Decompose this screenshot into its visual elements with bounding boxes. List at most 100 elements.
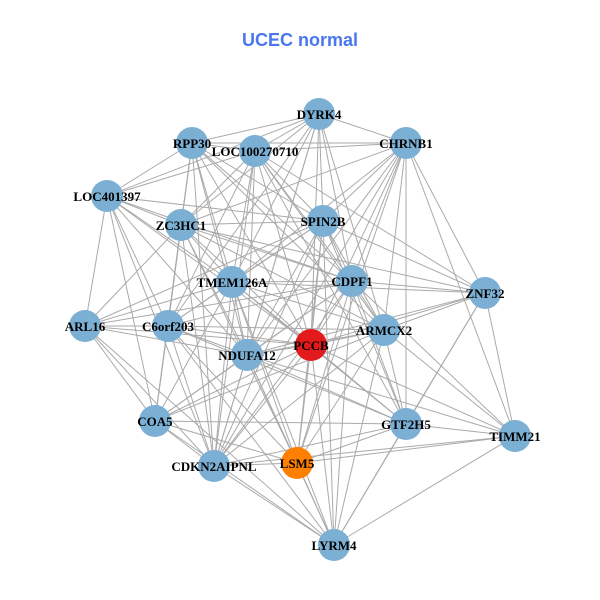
node-TMEM126A[interactable]: TMEM126A — [197, 266, 268, 298]
node-NDUFA12[interactable]: NDUFA12 — [218, 339, 276, 371]
node-label: LSM5 — [280, 456, 315, 471]
edge-PCCB-LSM5 — [296, 344, 312, 464]
edge-PCCB-GTF2H5 — [310, 344, 407, 425]
edge-LOC401397-C6orf203 — [106, 195, 169, 327]
node-ZC3HC1[interactable]: ZC3HC1 — [156, 209, 207, 241]
node-ARMCX2[interactable]: ARMCX2 — [356, 314, 412, 346]
edge-ZC3HC1-CDKN2AIPNL — [180, 224, 215, 467]
edge-ZNF32-NDUFA12 — [246, 292, 486, 356]
node-circle — [69, 310, 101, 342]
edge-COA5-GTF2H5 — [154, 420, 407, 425]
node-GTF2H5[interactable]: GTF2H5 — [381, 408, 431, 440]
node-LOC401397[interactable]: LOC401397 — [73, 180, 141, 212]
node-circle — [469, 277, 501, 309]
edge-TMEM126A-ARL16 — [84, 281, 233, 327]
edge-NDUFA12-COA5 — [154, 354, 248, 422]
edge-COA5-LSM5 — [154, 420, 298, 464]
edge-TMEM126A-CDKN2AIPNL — [213, 281, 233, 467]
edge-SPIN2B-GTF2H5 — [322, 220, 407, 425]
edge-CHRNB1-NDUFA12 — [246, 142, 407, 356]
edge-CHRNB1-ARMCX2 — [383, 142, 407, 331]
edge-C6orf203-CDKN2AIPNL — [167, 325, 215, 467]
edge-ZC3HC1-ARL16 — [84, 224, 182, 327]
edge-ZNF32-ARMCX2 — [383, 292, 486, 331]
edge-SPIN2B-ZNF32 — [322, 220, 486, 294]
edge-CDPF1-ARL16 — [84, 280, 353, 327]
node-CHRNB1[interactable]: CHRNB1 — [379, 127, 433, 159]
node-label: COA5 — [137, 414, 173, 429]
edge-ARMCX2-LSM5 — [296, 329, 385, 464]
node-ZNF32[interactable]: ZNF32 — [466, 277, 505, 309]
edge-SPIN2B-CDKN2AIPNL — [213, 220, 324, 467]
node-circle — [390, 127, 422, 159]
node-PCCB[interactable]: PCCB — [293, 329, 329, 361]
node-COA5[interactable]: COA5 — [137, 405, 173, 437]
edge-CHRNB1-LOC100270710 — [254, 142, 407, 152]
edge-CHRNB1-LSM5 — [296, 142, 407, 464]
edge-ARL16-LYRM4 — [84, 325, 335, 546]
node-DYRK4[interactable]: DYRK4 — [297, 98, 342, 130]
edge-ARL16-CDKN2AIPNL — [84, 325, 215, 467]
node-label: NDUFA12 — [218, 348, 276, 363]
edge-LOC100270710-ZNF32 — [254, 150, 486, 294]
edge-RPP30-SPIN2B — [191, 142, 324, 222]
node-label: ZNF32 — [466, 286, 505, 301]
edge-CDPF1-LSM5 — [296, 280, 353, 464]
node-label: SPIN2B — [301, 214, 346, 229]
edge-C6orf203-LSM5 — [167, 325, 298, 464]
edge-TMEM126A-ARMCX2 — [231, 281, 385, 331]
edge-CDKN2AIPNL-LYRM4 — [213, 465, 335, 546]
node-RPP30[interactable]: RPP30 — [173, 127, 211, 159]
node-LYRM4[interactable]: LYRM4 — [311, 529, 357, 561]
node-C6orf203[interactable]: C6orf203 — [142, 310, 194, 342]
edge-LOC100270710-SPIN2B — [254, 150, 324, 222]
edge-GTF2H5-LYRM4 — [333, 423, 407, 546]
edge-SPIN2B-ARL16 — [84, 220, 324, 327]
node-circle — [91, 180, 123, 212]
node-label: CDPF1 — [331, 274, 372, 289]
node-ARL16[interactable]: ARL16 — [65, 310, 106, 342]
figure-title: UCEC normal — [241, 30, 358, 50]
node-label: PCCB — [293, 338, 329, 353]
edge-CHRNB1-ZC3HC1 — [180, 142, 407, 226]
node-circle — [318, 529, 350, 561]
edge-ZNF32-PCCB — [310, 292, 486, 346]
edge-LOC100270710-ZC3HC1 — [180, 150, 256, 226]
node-label: RPP30 — [173, 136, 211, 151]
edge-GTF2H5-CDKN2AIPNL — [213, 423, 407, 467]
node-label: ARMCX2 — [356, 323, 412, 338]
edge-CDPF1-TIMM21 — [351, 280, 516, 437]
node-TIMM21[interactable]: TIMM21 — [489, 420, 541, 452]
edge-NDUFA12-GTF2H5 — [246, 354, 407, 425]
edge-LOC401397-COA5 — [106, 195, 156, 422]
node-circle — [231, 339, 263, 371]
edge-C6orf203-ARMCX2 — [167, 325, 385, 331]
edge-TMEM126A-CDPF1 — [231, 280, 353, 283]
edge-ARMCX2-LYRM4 — [333, 329, 385, 546]
node-label: C6orf203 — [142, 319, 194, 334]
node-LSM5[interactable]: LSM5 — [280, 447, 315, 479]
node-label: GTF2H5 — [381, 417, 431, 432]
edge-CHRNB1-ZNF32 — [405, 142, 486, 294]
node-circle — [303, 98, 335, 130]
edge-CHRNB1-PCCB — [310, 142, 407, 346]
edge-TIMM21-LSM5 — [296, 435, 516, 464]
node-label: DYRK4 — [297, 107, 342, 122]
node-LOC100270710[interactable]: LOC100270710 — [212, 135, 299, 167]
edge-ARL16-COA5 — [84, 325, 156, 422]
node-SPIN2B[interactable]: SPIN2B — [301, 205, 346, 237]
edge-LOC401397-NDUFA12 — [106, 195, 248, 356]
node-CDKN2AIPNL[interactable]: CDKN2AIPNL — [171, 450, 257, 482]
node-CDPF1[interactable]: CDPF1 — [331, 265, 373, 297]
edge-TMEM126A-COA5 — [154, 281, 233, 422]
node-label: CHRNB1 — [379, 136, 432, 151]
edge-RPP30-NDUFA12 — [191, 142, 248, 356]
node-label: TMEM126A — [197, 275, 268, 290]
edge-GTF2H5-TIMM21 — [405, 423, 516, 437]
edge-PCCB-LYRM4 — [310, 344, 335, 546]
edge-DYRK4-RPP30 — [191, 113, 320, 144]
node-circle — [307, 205, 339, 237]
node-circle — [176, 127, 208, 159]
